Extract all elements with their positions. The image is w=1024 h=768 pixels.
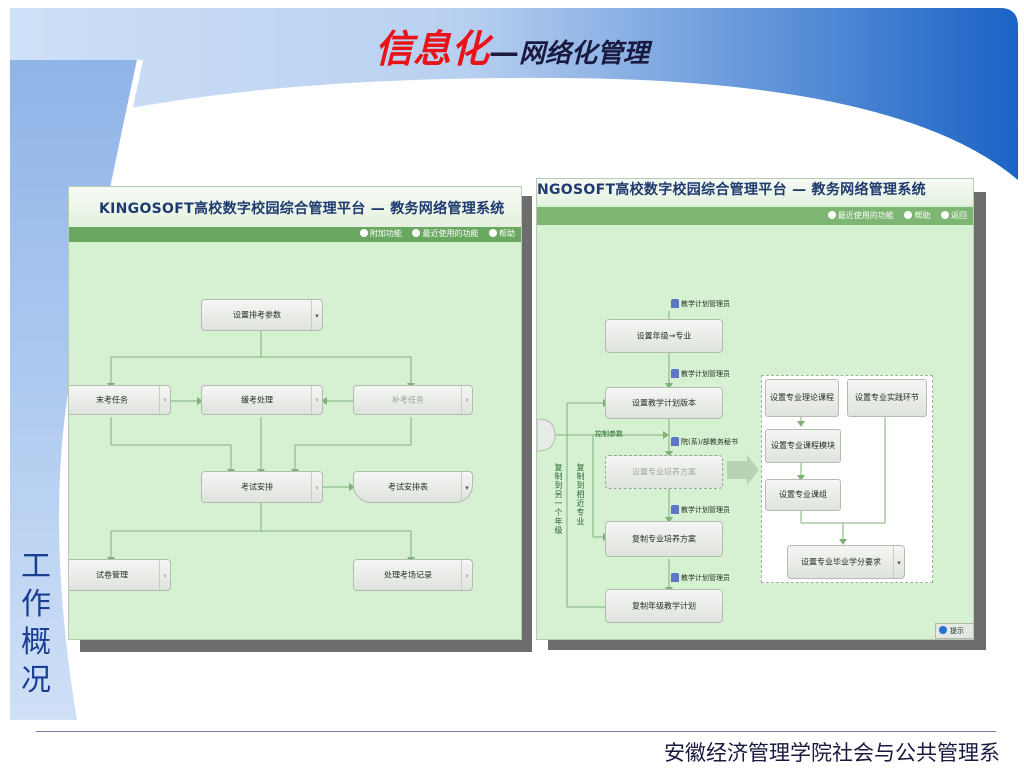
title-main: 信息化 (374, 26, 489, 71)
chevron-right-icon: › (159, 386, 170, 414)
node-paper-management[interactable]: 试卷管理› (69, 559, 171, 591)
node-copy-training-plan[interactable]: 复制专业培养方案 (605, 521, 723, 557)
right-flow-lines (537, 311, 886, 608)
module-course-group[interactable]: 设置专业课组 (765, 479, 841, 511)
right-banner: NGOSOFT高校数字校园综合管理平台 — 教务网络管理系统 (537, 179, 973, 205)
role-teaching-admin: 教学计划管理员 (671, 573, 730, 583)
module-theory-courses[interactable]: 设置专业理论课程 (765, 379, 839, 417)
tip-button[interactable]: 提示 (935, 623, 973, 639)
title-dash: — (489, 35, 519, 70)
chevron-right-icon: › (159, 560, 170, 590)
user-icon (671, 437, 679, 446)
plus-icon (359, 229, 368, 237)
left-banner: KINGOSOFT高校数字校园综合管理平台 — 教务网络管理系统 (69, 187, 521, 227)
node-makeup-exam-tasks[interactable]: 补考任务› (353, 385, 473, 415)
label-copy-to-major: 复制到相近专业 (576, 463, 585, 526)
side-title: 工 作 概 况 (14, 548, 58, 700)
role-teaching-admin: 教学计划管理员 (671, 299, 730, 309)
node-final-exam-tasks[interactable]: 末考任务› (69, 385, 171, 415)
node-setup-exam-params[interactable]: 设置排考参数▾ (201, 299, 323, 331)
module-credit-requirements[interactable]: 设置专业毕业学分要求▾ (787, 545, 905, 579)
node-training-plan[interactable]: 设置专业培养方案 (605, 455, 723, 489)
toolbar-help-button[interactable]: 帮助 (489, 229, 515, 238)
role-teaching-admin: 教学计划管理员 (671, 369, 730, 379)
node-exam-room-records[interactable]: 处理考场记录› (353, 559, 473, 591)
side-title-char: 概 (21, 625, 51, 660)
dropdown-icon: ▾ (311, 300, 322, 330)
dropdown-icon: ▾ (461, 472, 472, 502)
left-toolbar: 附加功能 最近使用的功能 帮助 (69, 227, 521, 242)
node-plan-version[interactable]: 设置教学计划版本 (605, 387, 723, 419)
toolbar-addon-button[interactable]: 附加功能 (359, 229, 402, 238)
side-title-char: 工 (21, 549, 51, 584)
toolbar-back-button[interactable]: 返回 (941, 211, 967, 220)
toolbar-recent-button[interactable]: 最近使用的功能 (412, 229, 478, 238)
chevron-right-icon: › (461, 560, 472, 590)
node-exam-schedule-report[interactable]: 考试安排表▾ (353, 471, 473, 503)
role-teaching-admin: 教学计划管理员 (671, 505, 730, 515)
label-control-params: 控制参数 (595, 430, 623, 438)
slide-title: 信息化—网络化管理 (0, 18, 1024, 73)
module-course-module[interactable]: 设置专业课程模块 (765, 429, 841, 463)
side-title-char: 况 (21, 663, 51, 698)
tip-icon (939, 626, 947, 634)
history-icon (827, 211, 836, 219)
user-icon (671, 573, 679, 582)
user-icon (671, 299, 679, 308)
history-icon (412, 229, 421, 237)
user-icon (671, 369, 679, 378)
role-dept-secretary: 院(系)/部教务秘书 (671, 437, 738, 447)
title-subtitle: 网络化管理 (519, 39, 650, 69)
node-exam-arrangement[interactable]: 考试安排› (201, 471, 323, 503)
chevron-right-icon: › (461, 386, 472, 414)
right-toolbar: 最近使用的功能 帮助 返回 (537, 207, 973, 225)
node-copy-grade-plan[interactable]: 复制年级教学计划 (605, 589, 723, 623)
left-banner-title: KINGOSOFT高校数字校园综合管理平台 — 教务网络管理系统 (99, 201, 505, 217)
toolbar-help-button[interactable]: 帮助 (904, 211, 930, 220)
user-icon (671, 505, 679, 514)
module-practice[interactable]: 设置专业实践环节 (847, 379, 927, 417)
node-deferred-exam[interactable]: 缓考处理› (201, 385, 323, 415)
right-screenshot: NGOSOFT高校数字校园综合管理平台 — 教务网络管理系统 最近使用的功能 帮… (536, 178, 974, 640)
right-banner-title: NGOSOFT高校数字校园综合管理平台 — 教务网络管理系统 (537, 182, 926, 198)
help-icon (489, 229, 497, 237)
footer-institution: 安徽经济管理学院社会与公共管理系 (664, 741, 1000, 765)
chevron-right-icon: › (311, 472, 322, 502)
dropdown-icon: ▾ (893, 546, 904, 578)
footer-divider (36, 731, 996, 732)
label-copy-to-grade: 复制到另一个年级 (554, 463, 563, 535)
side-title-char: 作 (21, 587, 51, 622)
toolbar-recent-button[interactable]: 最近使用的功能 (827, 211, 894, 220)
node-grade-major[interactable]: 设置年级→专业 (605, 319, 723, 353)
left-screenshot: KINGOSOFT高校数字校园综合管理平台 — 教务网络管理系统 附加功能 最近… (68, 186, 522, 640)
help-icon (904, 211, 913, 219)
back-icon (941, 211, 949, 219)
chevron-right-icon: › (311, 386, 322, 414)
